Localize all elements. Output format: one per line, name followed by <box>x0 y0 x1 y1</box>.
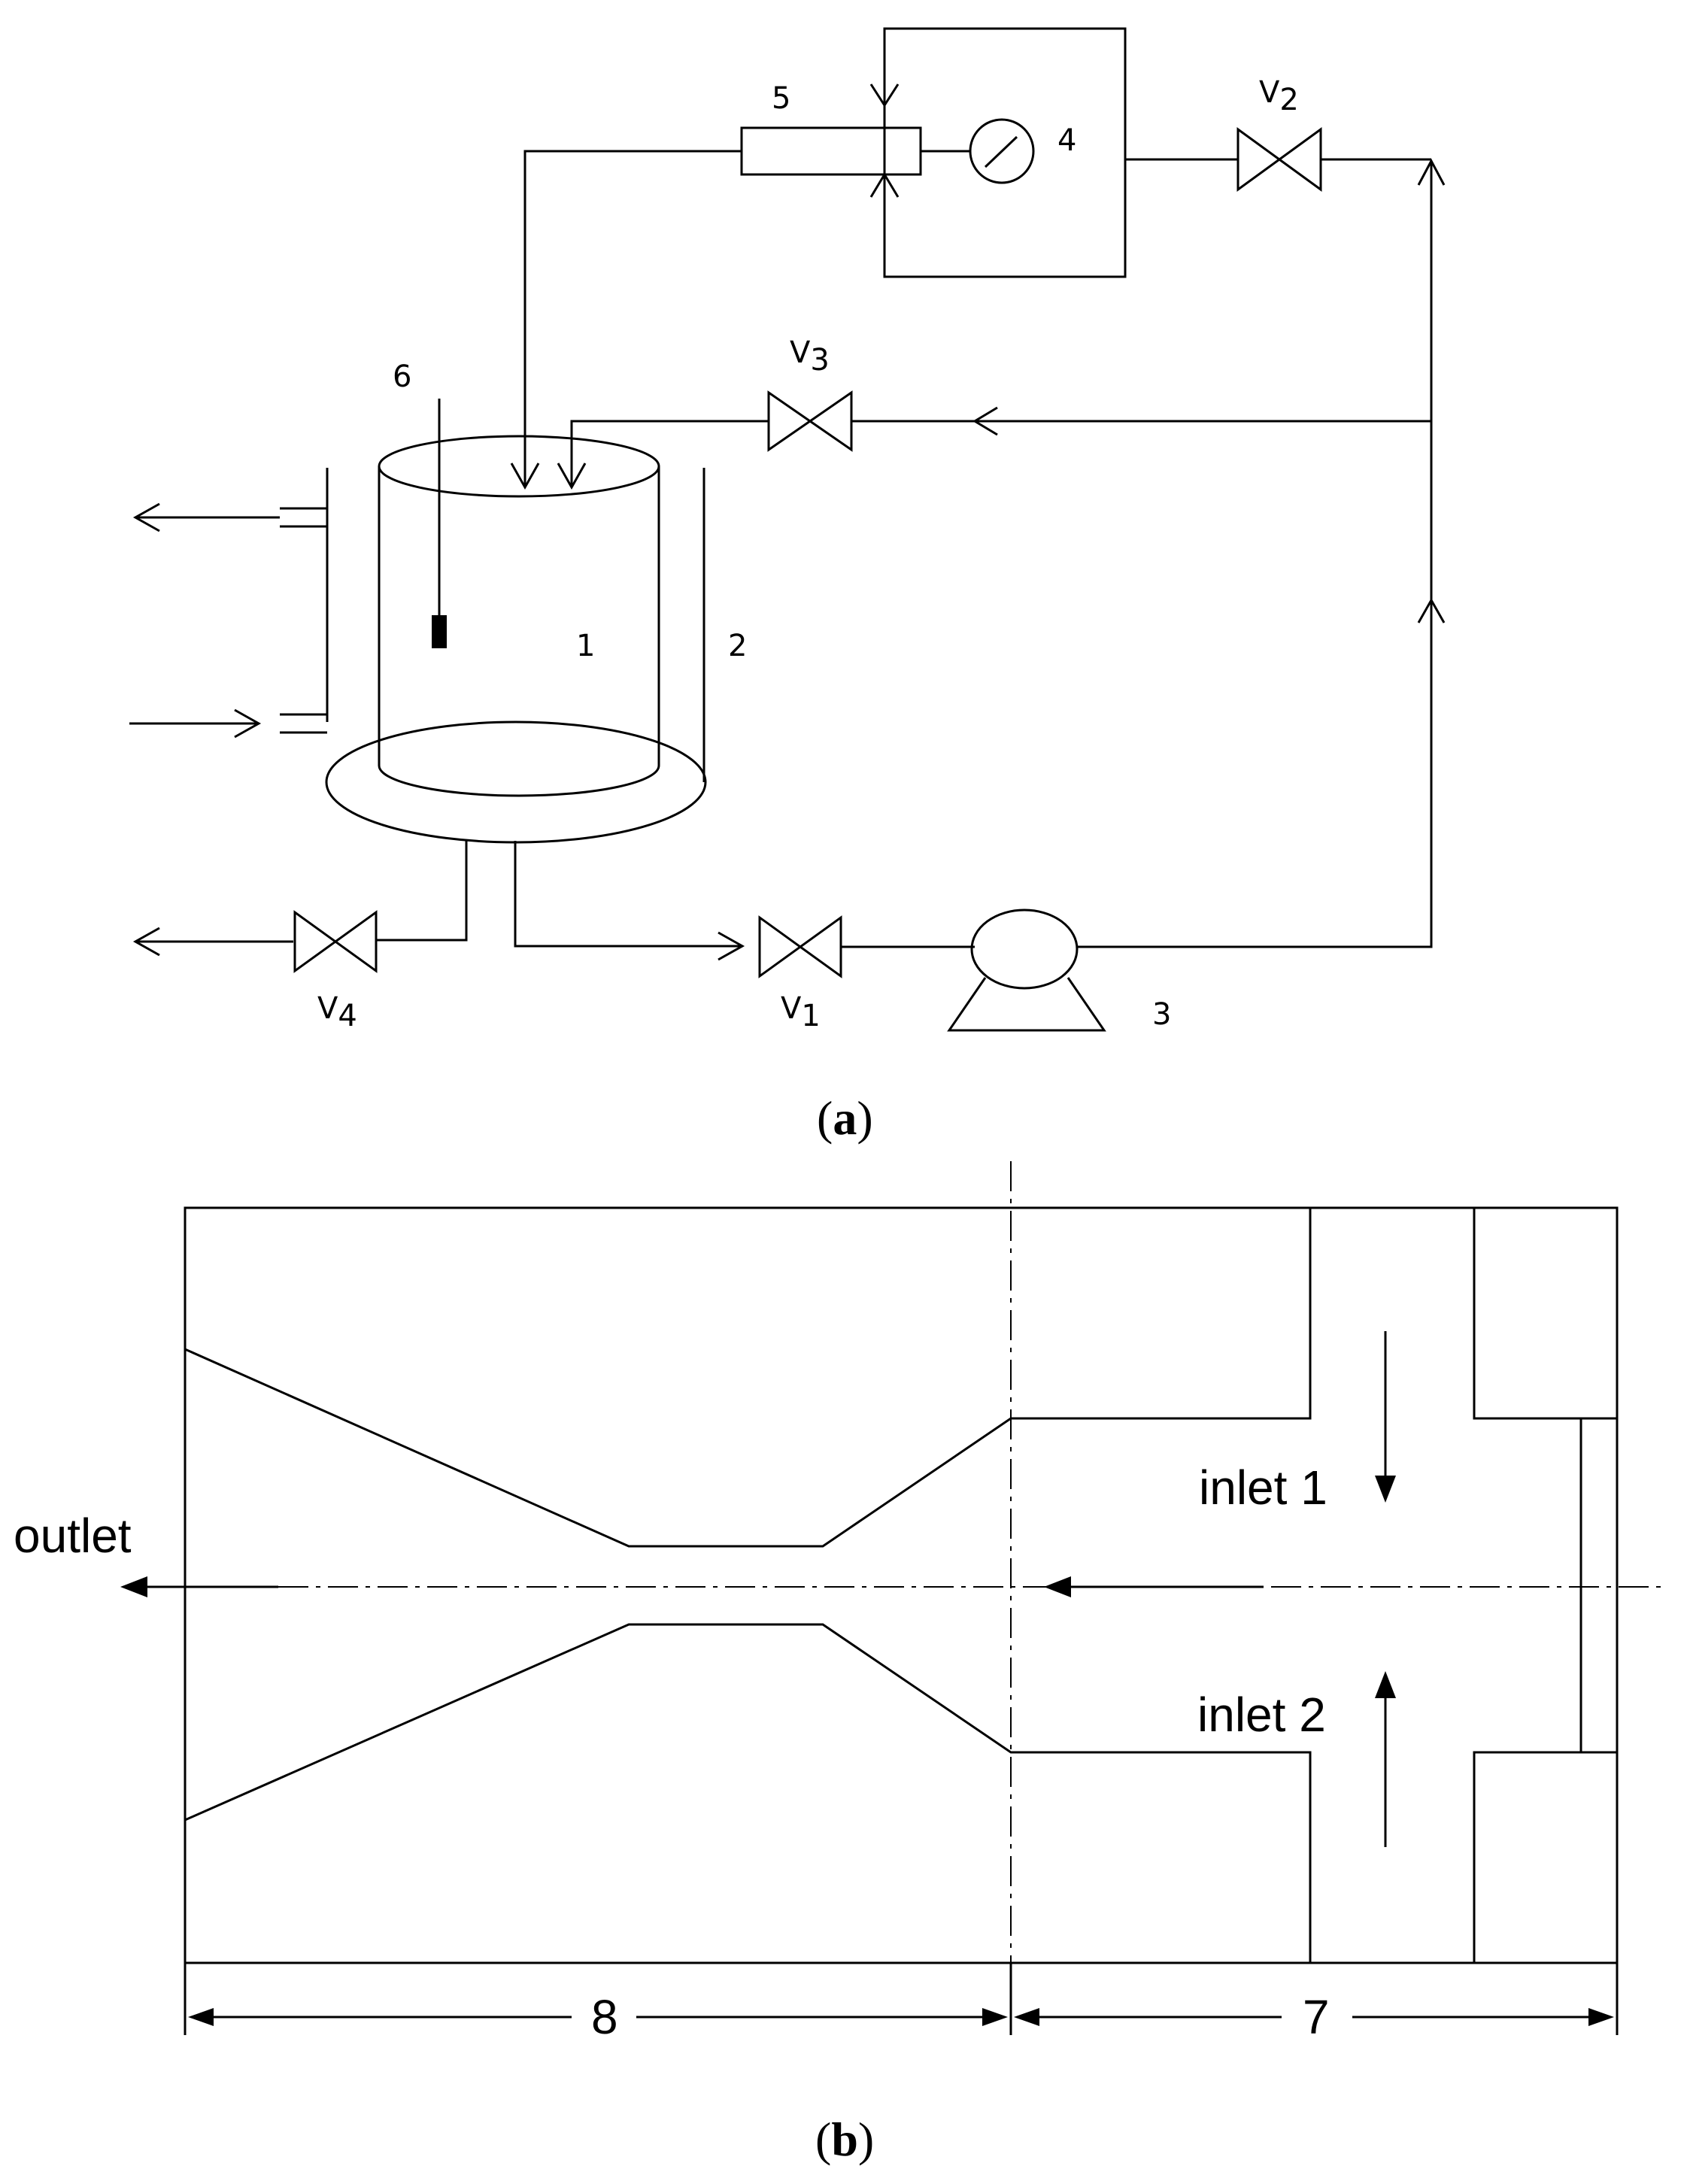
valve-v4-icon <box>293 910 378 973</box>
label-vessel: 1 <box>576 629 595 663</box>
label-inlet2: inlet 2 <box>1197 1688 1326 1742</box>
body-outline <box>184 1206 1619 1964</box>
end-plate <box>1579 1417 1619 1754</box>
gauge-icon <box>969 118 1035 184</box>
return-line <box>557 406 1431 490</box>
label-probe: 6 <box>393 359 411 394</box>
flow-arrow <box>1044 1576 1071 1597</box>
vessel <box>378 435 660 797</box>
riser-arrow-upper <box>1417 158 1446 186</box>
label-outlet: outlet <box>14 1509 132 1563</box>
panel-b-diagram: outlet inlet 1 inlet 2 8 7 (b) <box>14 1161 1662 2166</box>
valve-v3-icon <box>767 390 853 452</box>
upper-body <box>184 1206 1312 1548</box>
label-v2: V2 <box>1259 75 1299 117</box>
lower-body <box>184 1623 1312 1964</box>
right-upper-block <box>1473 1206 1619 1420</box>
caption-b: (b) <box>815 2113 874 2166</box>
valve-v1-icon <box>758 915 842 978</box>
label-pump: 3 <box>1152 997 1171 1032</box>
label-inlet1: inlet 1 <box>1199 1461 1327 1515</box>
panel-a-diagram: 1 2 3 4 5 6 V2 V3 V1 V4 (a) <box>129 27 1446 1145</box>
upper-line <box>510 27 1431 490</box>
right-lower-block <box>1473 1751 1619 1964</box>
bottom-piping <box>132 841 745 961</box>
flowmeter-icon <box>740 126 922 176</box>
jacket-base <box>325 720 707 844</box>
label-v1: V1 <box>781 991 821 1033</box>
dimension-lines <box>184 1963 1619 2035</box>
pump-icon <box>841 162 1433 1032</box>
jacket-fittings <box>129 468 329 739</box>
riser-arrow-lower <box>1417 597 1446 623</box>
dimension-8: 8 <box>591 1990 618 2044</box>
label-jacket: 2 <box>728 629 747 663</box>
probe <box>432 399 447 648</box>
outlet-arrow <box>120 1576 147 1597</box>
label-v3: V3 <box>790 335 830 378</box>
inlet2-arrow <box>1375 1671 1396 1698</box>
label-flowmeter: 5 <box>772 81 790 116</box>
dimension-7: 7 <box>1303 1990 1330 2044</box>
label-gauge: 4 <box>1057 123 1076 158</box>
caption-a: (a) <box>817 1091 873 1145</box>
valve-v2-icon <box>1236 127 1322 192</box>
label-v4: V4 <box>317 991 357 1033</box>
inlet1-arrow <box>1375 1476 1396 1503</box>
